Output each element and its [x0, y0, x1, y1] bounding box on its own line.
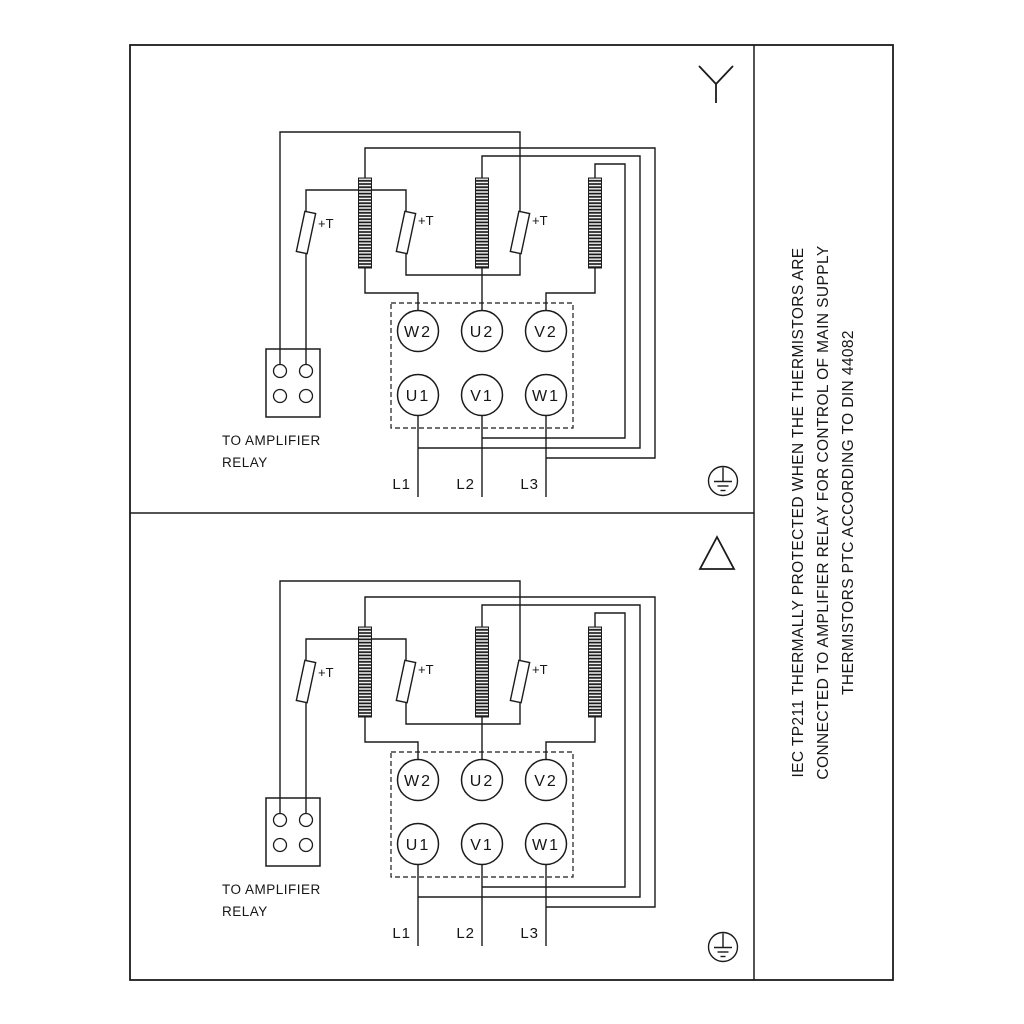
supply-label-l3: L3 [520, 925, 539, 942]
star-panel: +T +T +T TO AMPLIFIER RELAY W2 [222, 131, 656, 497]
relay-note-line1: TO AMPLIFIER [222, 433, 321, 448]
terminal-w2-star: W2 [396, 309, 440, 353]
terminal-block-outline [390, 751, 574, 878]
terminal-label: W1 [532, 388, 560, 405]
thermistor-chain-wire [279, 580, 521, 798]
terminal-u1-delta: U1 [396, 822, 440, 866]
terminal-u2-delta: U2 [460, 758, 504, 802]
amplifier-relay-connector [265, 348, 321, 418]
relay-note-line2: RELAY [222, 455, 268, 470]
thermistor-chain-wire [279, 131, 521, 349]
thermistor-label: +T [318, 216, 334, 231]
terminal-u1-star: U1 [396, 373, 440, 417]
winding-wire [364, 147, 656, 459]
terminal-v1-delta: V1 [460, 822, 504, 866]
terminal-w1-star: W1 [524, 373, 568, 417]
sidebar-note-line2: CONNECTED TO AMPLIFIER RELAY FOR CONTROL… [815, 245, 832, 780]
ptc-thermistor-icon: +T [509, 210, 548, 255]
motor-winding-bar [475, 177, 489, 269]
thermistor-label: +T [532, 662, 548, 677]
thermistor-label: +T [418, 662, 434, 677]
terminal-v2-star: V2 [524, 309, 568, 353]
supply-label-l3: L3 [520, 476, 539, 493]
terminal-w2-delta: W2 [396, 758, 440, 802]
terminal-label: U2 [470, 324, 494, 341]
terminal-label: U1 [406, 388, 430, 405]
terminal-label: W2 [404, 324, 432, 341]
winding-wire [482, 163, 626, 439]
sidebar-note-line1: IEC TP211 THERMALLY PROTECTED WHEN THE T… [790, 247, 807, 778]
terminal-label: U1 [406, 837, 430, 854]
delta-connection-icon [698, 535, 736, 570]
ptc-thermistor-icon: +T [295, 659, 334, 704]
winding-wire [545, 268, 596, 312]
thermistor-label: +T [418, 213, 434, 228]
terminal-block-outline [390, 302, 574, 429]
winding-wire [482, 612, 626, 888]
motor-winding-bar [475, 626, 489, 718]
ptc-thermistor-icon: +T [395, 210, 434, 255]
winding-wire [364, 596, 656, 908]
delta-panel: +T +T +T TO AMPLIFIER RELAY W2 U2 [222, 580, 656, 946]
motor-winding-bar [588, 626, 602, 718]
relay-note-line1: TO AMPLIFIER [222, 882, 321, 897]
terminal-label: V1 [470, 837, 494, 854]
sidebar-note: IEC TP211 THERMALLY PROTECTED WHEN THE T… [754, 45, 893, 980]
star-connection-icon [698, 65, 734, 103]
supply-label-l2: L2 [456, 476, 475, 493]
terminal-label: U2 [470, 773, 494, 790]
terminal-u2-star: U2 [460, 309, 504, 353]
sidebar-note-line3: THERMISTORS PTC ACCORDING TO DIN 44082 [840, 330, 857, 695]
supply-label-l1: L1 [392, 925, 411, 942]
supply-label-l1: L1 [392, 476, 411, 493]
supply-label-l2: L2 [456, 925, 475, 942]
winding-wire [545, 717, 596, 761]
ptc-thermistor-icon: +T [509, 659, 548, 704]
terminal-label: V2 [534, 773, 558, 790]
ptc-thermistor-icon: +T [295, 210, 334, 255]
terminal-label: V2 [534, 324, 558, 341]
thermistor-label: +T [318, 665, 334, 680]
winding-wire [418, 155, 641, 449]
earth-ground-icon [707, 465, 739, 497]
motor-winding-bar [358, 626, 372, 718]
terminal-v2-delta: V2 [524, 758, 568, 802]
terminal-label: W2 [404, 773, 432, 790]
terminal-label: W1 [532, 837, 560, 854]
motor-winding-bar [358, 177, 372, 269]
relay-note-line2: RELAY [222, 904, 268, 919]
terminal-w1-delta: W1 [524, 822, 568, 866]
amplifier-relay-connector [265, 797, 321, 867]
winding-wire [418, 604, 641, 898]
terminal-v1-star: V1 [460, 373, 504, 417]
terminal-label: V1 [470, 388, 494, 405]
motor-winding-bar [588, 177, 602, 269]
ptc-thermistor-icon: +T [395, 659, 434, 704]
earth-ground-icon [707, 931, 739, 963]
thermistor-label: +T [532, 213, 548, 228]
